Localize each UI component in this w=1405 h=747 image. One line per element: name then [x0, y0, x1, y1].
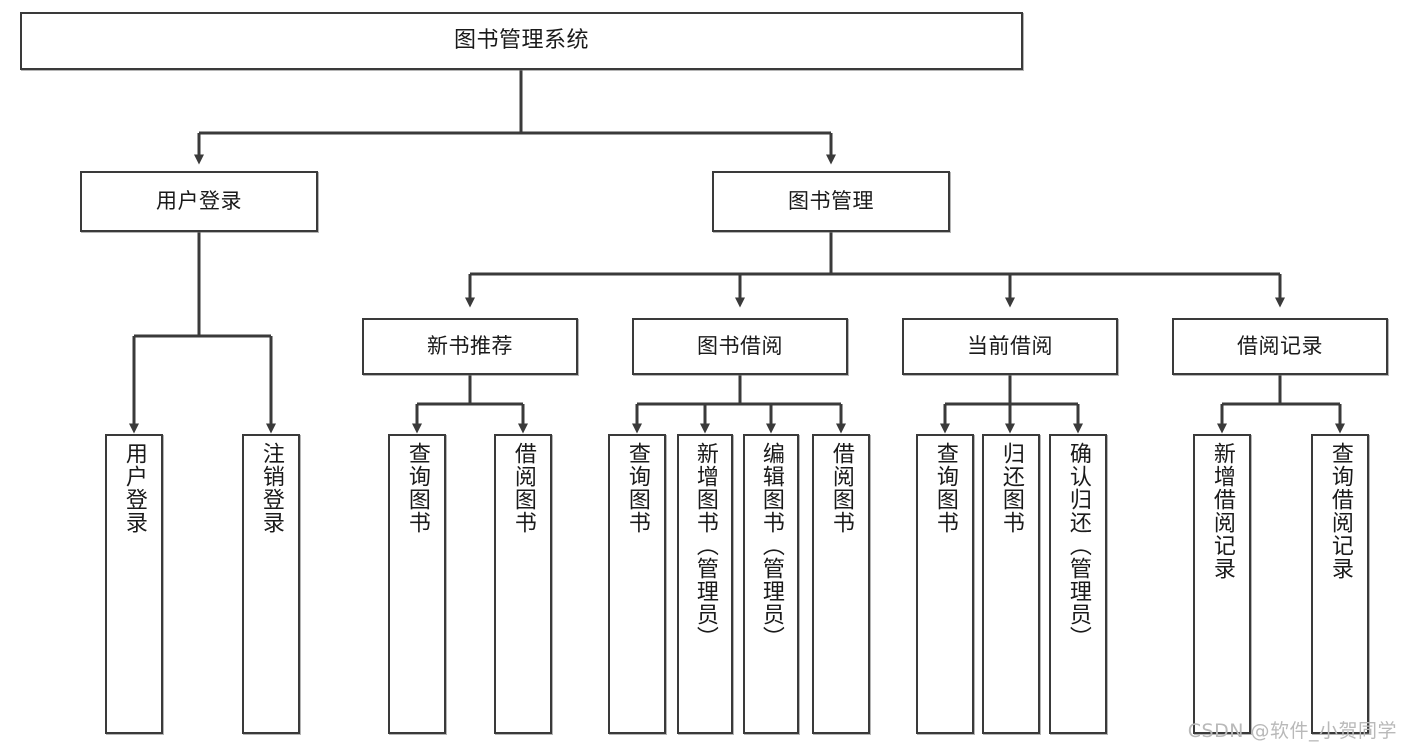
node-leaf-borrow-book-1[interactable]: 借阅图书 — [494, 434, 552, 734]
node-leaf-query-book-3[interactable]: 查询图书 — [916, 434, 974, 734]
node-leaf-logout-login-label: 注销登录 — [258, 442, 284, 534]
node-leaf-user-login-label: 用户登录 — [121, 442, 147, 534]
node-leaf-borrow-book-2-label: 借阅图书 — [828, 442, 854, 534]
node-current-borrow[interactable]: 当前借阅 — [902, 318, 1118, 375]
node-leaf-return-book-label: 归还图书 — [998, 442, 1024, 534]
node-leaf-query-borrow-record[interactable]: 查询借阅记录 — [1311, 434, 1369, 734]
node-user-login-label: 用户登录 — [156, 189, 242, 214]
node-book-borrow-label: 图书借阅 — [697, 334, 783, 359]
node-new-book-recommend-label: 新书推荐 — [427, 334, 513, 359]
node-root[interactable]: 图书管理系统 — [20, 12, 1023, 70]
node-leaf-add-book-label: 新增图书（管理员） — [692, 442, 718, 649]
node-leaf-confirm-return-label: 确认归还（管理员） — [1065, 442, 1091, 649]
node-leaf-borrow-book-2[interactable]: 借阅图书 — [812, 434, 870, 734]
node-leaf-add-borrow-record-label: 新增借阅记录 — [1209, 442, 1235, 580]
node-new-book-recommend[interactable]: 新书推荐 — [362, 318, 578, 375]
node-leaf-query-book-1-label: 查询图书 — [404, 442, 430, 534]
node-leaf-add-borrow-record[interactable]: 新增借阅记录 — [1193, 434, 1251, 734]
node-leaf-user-login[interactable]: 用户登录 — [105, 434, 163, 734]
node-borrow-record-label: 借阅记录 — [1237, 334, 1323, 359]
node-leaf-edit-book[interactable]: 编辑图书（管理员） — [743, 434, 799, 734]
node-leaf-edit-book-label: 编辑图书（管理员） — [758, 442, 784, 649]
node-book-borrow[interactable]: 图书借阅 — [632, 318, 848, 375]
node-book-manage-label: 图书管理 — [788, 189, 874, 214]
node-leaf-borrow-book-1-label: 借阅图书 — [510, 442, 536, 534]
node-leaf-query-book-3-label: 查询图书 — [932, 442, 958, 534]
csdn-watermark: CSDN @软件_小贺同学 — [1187, 720, 1397, 742]
node-current-borrow-label: 当前借阅 — [967, 334, 1053, 359]
node-leaf-add-book[interactable]: 新增图书（管理员） — [677, 434, 733, 734]
node-book-manage[interactable]: 图书管理 — [712, 171, 950, 232]
node-leaf-query-borrow-record-label: 查询借阅记录 — [1327, 442, 1353, 580]
node-leaf-query-book-2[interactable]: 查询图书 — [608, 434, 666, 734]
node-leaf-query-book-1[interactable]: 查询图书 — [388, 434, 446, 734]
node-leaf-confirm-return[interactable]: 确认归还（管理员） — [1049, 434, 1107, 734]
node-leaf-return-book[interactable]: 归还图书 — [982, 434, 1040, 734]
node-borrow-record[interactable]: 借阅记录 — [1172, 318, 1388, 375]
node-user-login[interactable]: 用户登录 — [80, 171, 318, 232]
node-leaf-query-book-2-label: 查询图书 — [624, 442, 650, 534]
node-root-label: 图书管理系统 — [453, 28, 589, 54]
node-leaf-logout-login[interactable]: 注销登录 — [242, 434, 300, 734]
